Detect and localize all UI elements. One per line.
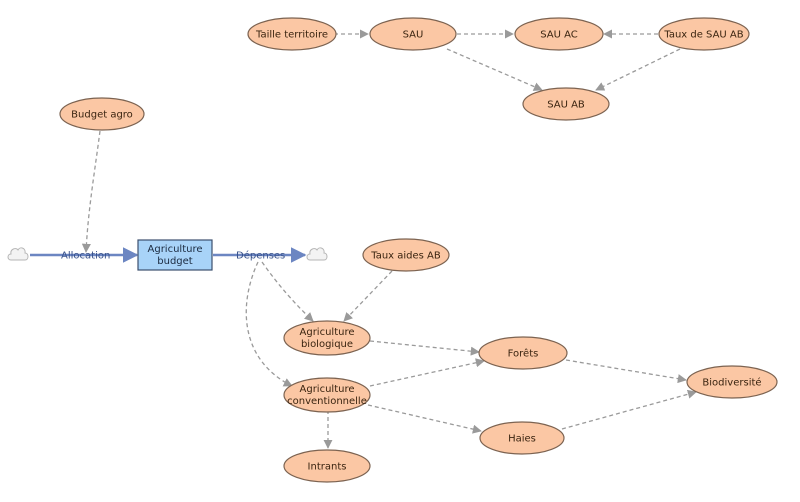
node-forets[interactable]: Forêts	[478, 336, 568, 370]
node-taille-territoire[interactable]: Taille territoire	[247, 17, 337, 51]
node-taille-territoire-label: Taille territoire	[255, 30, 328, 41]
node-agribio-label-line2: biologique	[301, 339, 353, 350]
flow-allocation[interactable]: Allocation	[30, 247, 139, 263]
stock-label-line2: budget	[157, 256, 193, 267]
node-agriculture-biologique[interactable]: Agriculture biologique	[283, 320, 371, 356]
node-sau-ac-label: SAU AC	[540, 30, 578, 41]
node-agriconv-label-line1: Agriculture	[300, 384, 355, 395]
node-budget-agro[interactable]: Budget agro	[59, 97, 145, 131]
node-taux-aides-ab[interactable]: Taux aides AB	[362, 238, 450, 272]
node-forets-label: Forêts	[508, 348, 539, 360]
link-agribio-to-forets	[369, 340, 480, 356]
node-biodiversite[interactable]: Biodiversité	[686, 365, 778, 399]
node-agriconv-label-line2: conventionnelle	[287, 396, 367, 407]
link-agriconv-to-forets	[369, 358, 485, 387]
link-depenses-to-agribio	[261, 261, 314, 322]
flow-depenses-label: Dépenses	[236, 250, 285, 262]
cloud-icon	[306, 247, 328, 261]
stock-agriculture-budget[interactable]: Agriculture budget	[137, 239, 213, 271]
link-budget-to-allocation	[81, 130, 101, 253]
node-haies[interactable]: Haies	[479, 421, 565, 455]
link-taux-aides-to-agribio	[343, 270, 393, 322]
node-sau-label: SAU	[403, 30, 424, 41]
node-haies-label: Haies	[508, 434, 536, 445]
stock-label-line1: Agriculture	[148, 244, 203, 255]
node-taux-sau-ab[interactable]: Taux de SAU AB	[658, 17, 750, 51]
node-intrants[interactable]: Intrants	[283, 449, 371, 483]
node-taux-sau-ab-label: Taux de SAU AB	[663, 30, 743, 41]
link-agriconv-to-haies	[367, 404, 482, 434]
node-taux-aides-ab-label: Taux aides AB	[370, 251, 441, 262]
node-sau-ab[interactable]: SAU AB	[522, 87, 610, 121]
node-sau[interactable]: SAU	[369, 17, 457, 51]
node-intrants-label: Intrants	[308, 462, 347, 473]
node-agribio-label-line1: Agriculture	[300, 327, 355, 338]
link-haies-to-biodiversite	[561, 389, 697, 430]
link-forets-to-biodiversite	[565, 359, 687, 384]
link-depenses-to-agriconv	[245, 261, 293, 387]
link-sau-to-sauab	[446, 48, 543, 91]
link-tauxsauab-to-sauab	[595, 48, 681, 91]
node-biodiversite-label: Biodiversité	[702, 377, 761, 389]
node-budget-agro-label: Budget agro	[71, 110, 133, 121]
cloud-icon	[7, 247, 29, 261]
node-sau-ab-label: SAU AB	[547, 100, 585, 111]
node-sau-ac[interactable]: SAU AC	[514, 17, 604, 51]
node-agriculture-conventionnelle[interactable]: Agriculture conventionnelle	[283, 377, 371, 413]
flow-depenses[interactable]: Dépenses	[213, 247, 307, 263]
causal-links	[81, 29, 697, 449]
flow-allocation-label: Allocation	[61, 251, 110, 262]
